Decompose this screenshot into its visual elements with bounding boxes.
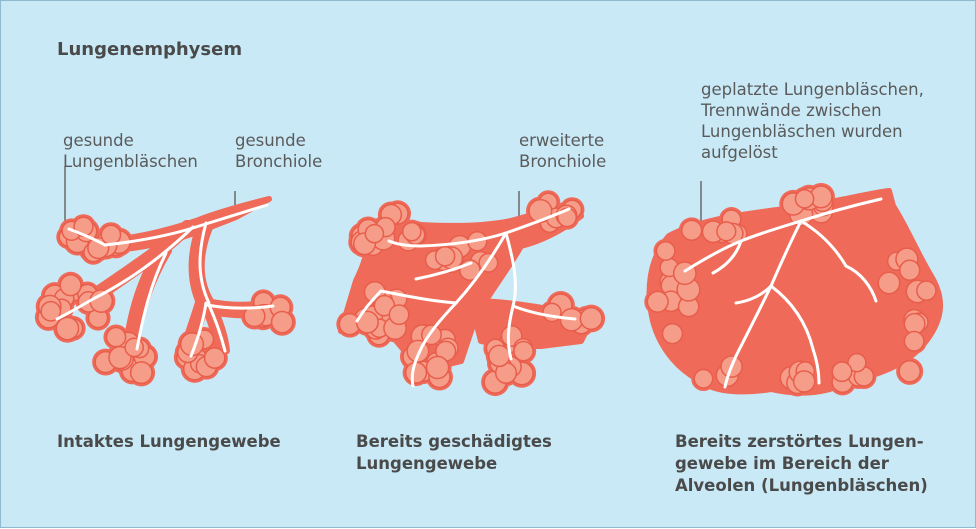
- alveolus: [125, 338, 143, 356]
- alveolus: [662, 324, 682, 344]
- alveolus: [56, 317, 78, 339]
- alveolus: [101, 225, 120, 244]
- alveolus: [365, 225, 383, 243]
- alveolus: [647, 291, 668, 312]
- alveolus: [580, 308, 602, 330]
- alveolus: [899, 361, 920, 382]
- alveolus: [878, 272, 899, 293]
- alveolus: [543, 303, 561, 321]
- alveolus: [427, 356, 449, 378]
- alveoli-cluster: [336, 279, 411, 348]
- alveolus: [717, 222, 736, 241]
- label-dilated-bronchiole: erweiterte Bronchiole: [519, 130, 606, 172]
- caption-intact-tissue: Intaktes Lungengewebe: [57, 431, 281, 453]
- alveolus: [694, 370, 712, 388]
- alveolus: [900, 260, 920, 280]
- label-healthy-alveoli: gesunde Lungenbläschen: [63, 130, 198, 172]
- alveolus: [436, 247, 455, 266]
- alveoli-cluster: [92, 325, 158, 387]
- alveolus: [917, 281, 936, 300]
- alveolus: [489, 345, 510, 366]
- intact-tissue-illustration: [35, 199, 296, 386]
- alveoli-cluster: [348, 200, 429, 258]
- alveolus: [682, 220, 702, 240]
- alveolus: [106, 328, 125, 347]
- caption-damaged-tissue: Bereits geschädigtes Lungengewebe: [356, 431, 552, 475]
- alveoli-cluster: [241, 289, 296, 335]
- alveolus: [272, 311, 293, 332]
- alveolus: [406, 362, 427, 383]
- alveolus: [60, 275, 81, 296]
- damaged-tissue-illustration: [336, 190, 605, 396]
- destroyed-tissue-illustration: [644, 183, 940, 396]
- label-healthy-bronchiole: gesunde Bronchiole: [235, 130, 322, 172]
- alveolus: [832, 362, 851, 381]
- alveolus: [131, 362, 152, 383]
- alveolus: [389, 305, 408, 324]
- caption-destroyed-tissue: Bereits zerstörtes Lungen- gewebe im Ber…: [675, 431, 928, 497]
- alveolus: [904, 332, 923, 351]
- alveolus: [205, 348, 225, 368]
- alveolus: [795, 190, 813, 208]
- alveolus: [656, 242, 674, 260]
- alveolus: [403, 223, 421, 241]
- alveolus: [794, 371, 815, 392]
- label-destroyed-alveoli: geplatzte Lungenbläschen, Trennwände zwi…: [701, 79, 924, 163]
